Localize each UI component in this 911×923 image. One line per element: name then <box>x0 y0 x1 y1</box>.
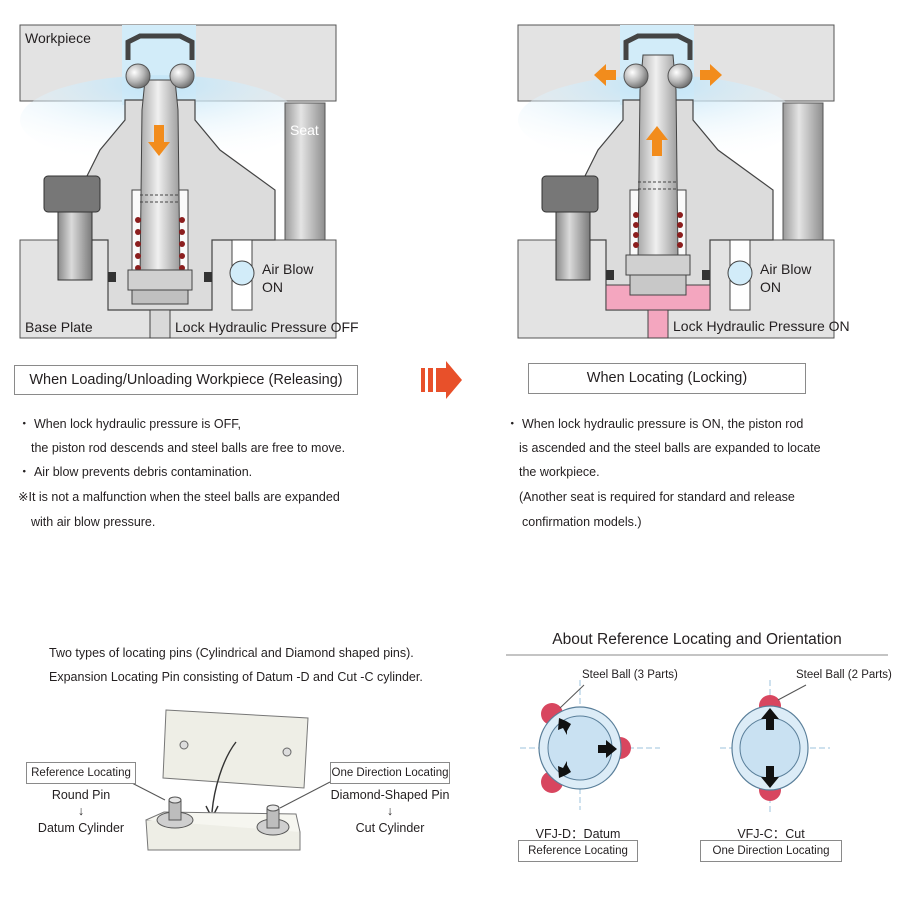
left-note-5: with air blow pressure. <box>31 515 156 529</box>
left-air-blow-label: Air Blow <box>262 261 314 277</box>
round-pin-label: Round Pin <box>51 788 111 802</box>
vfj-d-label: VFJ-D：Datum <box>535 827 621 841</box>
left-diagram-graphic <box>19 24 337 339</box>
vfj-d-ref-box: Reference Locating <box>518 840 638 862</box>
cut-cylinder-label: Cut Cylinder <box>355 821 425 835</box>
left-air-blow-on-label: ON <box>262 279 283 295</box>
datum-cylinder-label: Datum Cylinder <box>37 821 125 835</box>
seat-label: Seat <box>290 122 319 138</box>
left-note-4: ※It is not a malfunction when the steel … <box>18 490 340 504</box>
vfj-c-label: VFJ-C：Cut <box>737 827 805 841</box>
right-note-4: (Another seat is required for standard a… <box>519 490 795 504</box>
ref-arrow-down: ↓ <box>77 804 85 818</box>
steel-ball-2-label: Steel Ball (2 Parts) <box>796 669 892 681</box>
right-note-5: confirmation models.) <box>522 515 642 529</box>
left-note-1: ・ When lock hydraulic pressure is OFF, <box>18 417 241 431</box>
orientation-title: About Reference Locating and Orientation <box>552 631 842 648</box>
vfj-c-one-box: One Direction Locating <box>700 840 842 862</box>
right-caption: When Locating (Locking) <box>528 363 806 394</box>
workpiece-label: Workpiece <box>25 30 91 46</box>
right-note-1: ・ When lock hydraulic pressure is ON, th… <box>506 417 804 431</box>
right-air-blow-on-label: ON <box>760 279 781 295</box>
diamond-pin-label: Diamond-Shaped Pin <box>330 788 450 802</box>
locating-pin-illustration <box>129 709 331 851</box>
base-plate-label: Base Plate <box>25 319 93 335</box>
right-note-2: is ascended and the steel balls are expa… <box>519 441 821 455</box>
pins-intro-2: Expansion Locating Pin consisting of Dat… <box>49 670 423 684</box>
right-note-3: the workpiece. <box>519 465 600 479</box>
one-direction-box: One Direction Locating <box>330 762 450 784</box>
vfj-d-graphic <box>520 680 660 810</box>
right-diagram-graphic <box>517 24 835 339</box>
vfj-c-graphic <box>720 680 830 815</box>
pins-intro-1: Two types of locating pins (Cylindrical … <box>49 646 414 660</box>
ref-locating-box: Reference Locating <box>26 762 136 784</box>
one-arrow-down: ↓ <box>386 804 394 818</box>
steel-ball-3-label: Steel Ball (3 Parts) <box>582 669 678 681</box>
left-pressure-label: Lock Hydraulic Pressure OFF <box>175 319 359 335</box>
left-note-3: ・ Air blow prevents debris contamination… <box>18 465 253 479</box>
right-pressure-label: Lock Hydraulic Pressure ON <box>673 318 850 334</box>
left-caption: When Loading/Unloading Workpiece (Releas… <box>14 365 358 395</box>
right-air-blow-label: Air Blow <box>760 261 812 277</box>
left-note-2: the piston rod descends and steel balls … <box>31 441 346 455</box>
transition-arrow <box>421 361 462 399</box>
